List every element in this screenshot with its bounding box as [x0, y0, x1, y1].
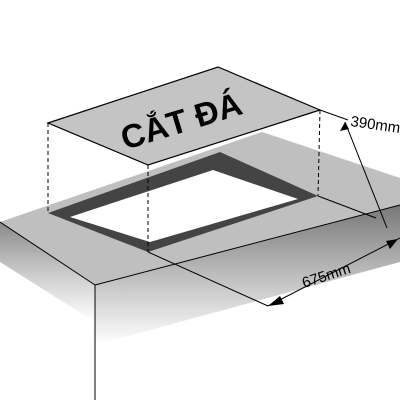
width-arrow-tail [386, 239, 398, 249]
cut-panel: CẮT ĐÁ [46, 66, 322, 252]
countertop-front-face [95, 205, 400, 345]
depth-arrow-head [340, 122, 349, 131]
cutout-floor [70, 170, 298, 242]
depth-label: 390mm [349, 113, 400, 137]
depth-dimension: 390mm [317, 109, 400, 229]
countertop-left-face [0, 222, 95, 322]
width-arrow-head [268, 296, 284, 306]
cutout-opening [48, 152, 318, 252]
